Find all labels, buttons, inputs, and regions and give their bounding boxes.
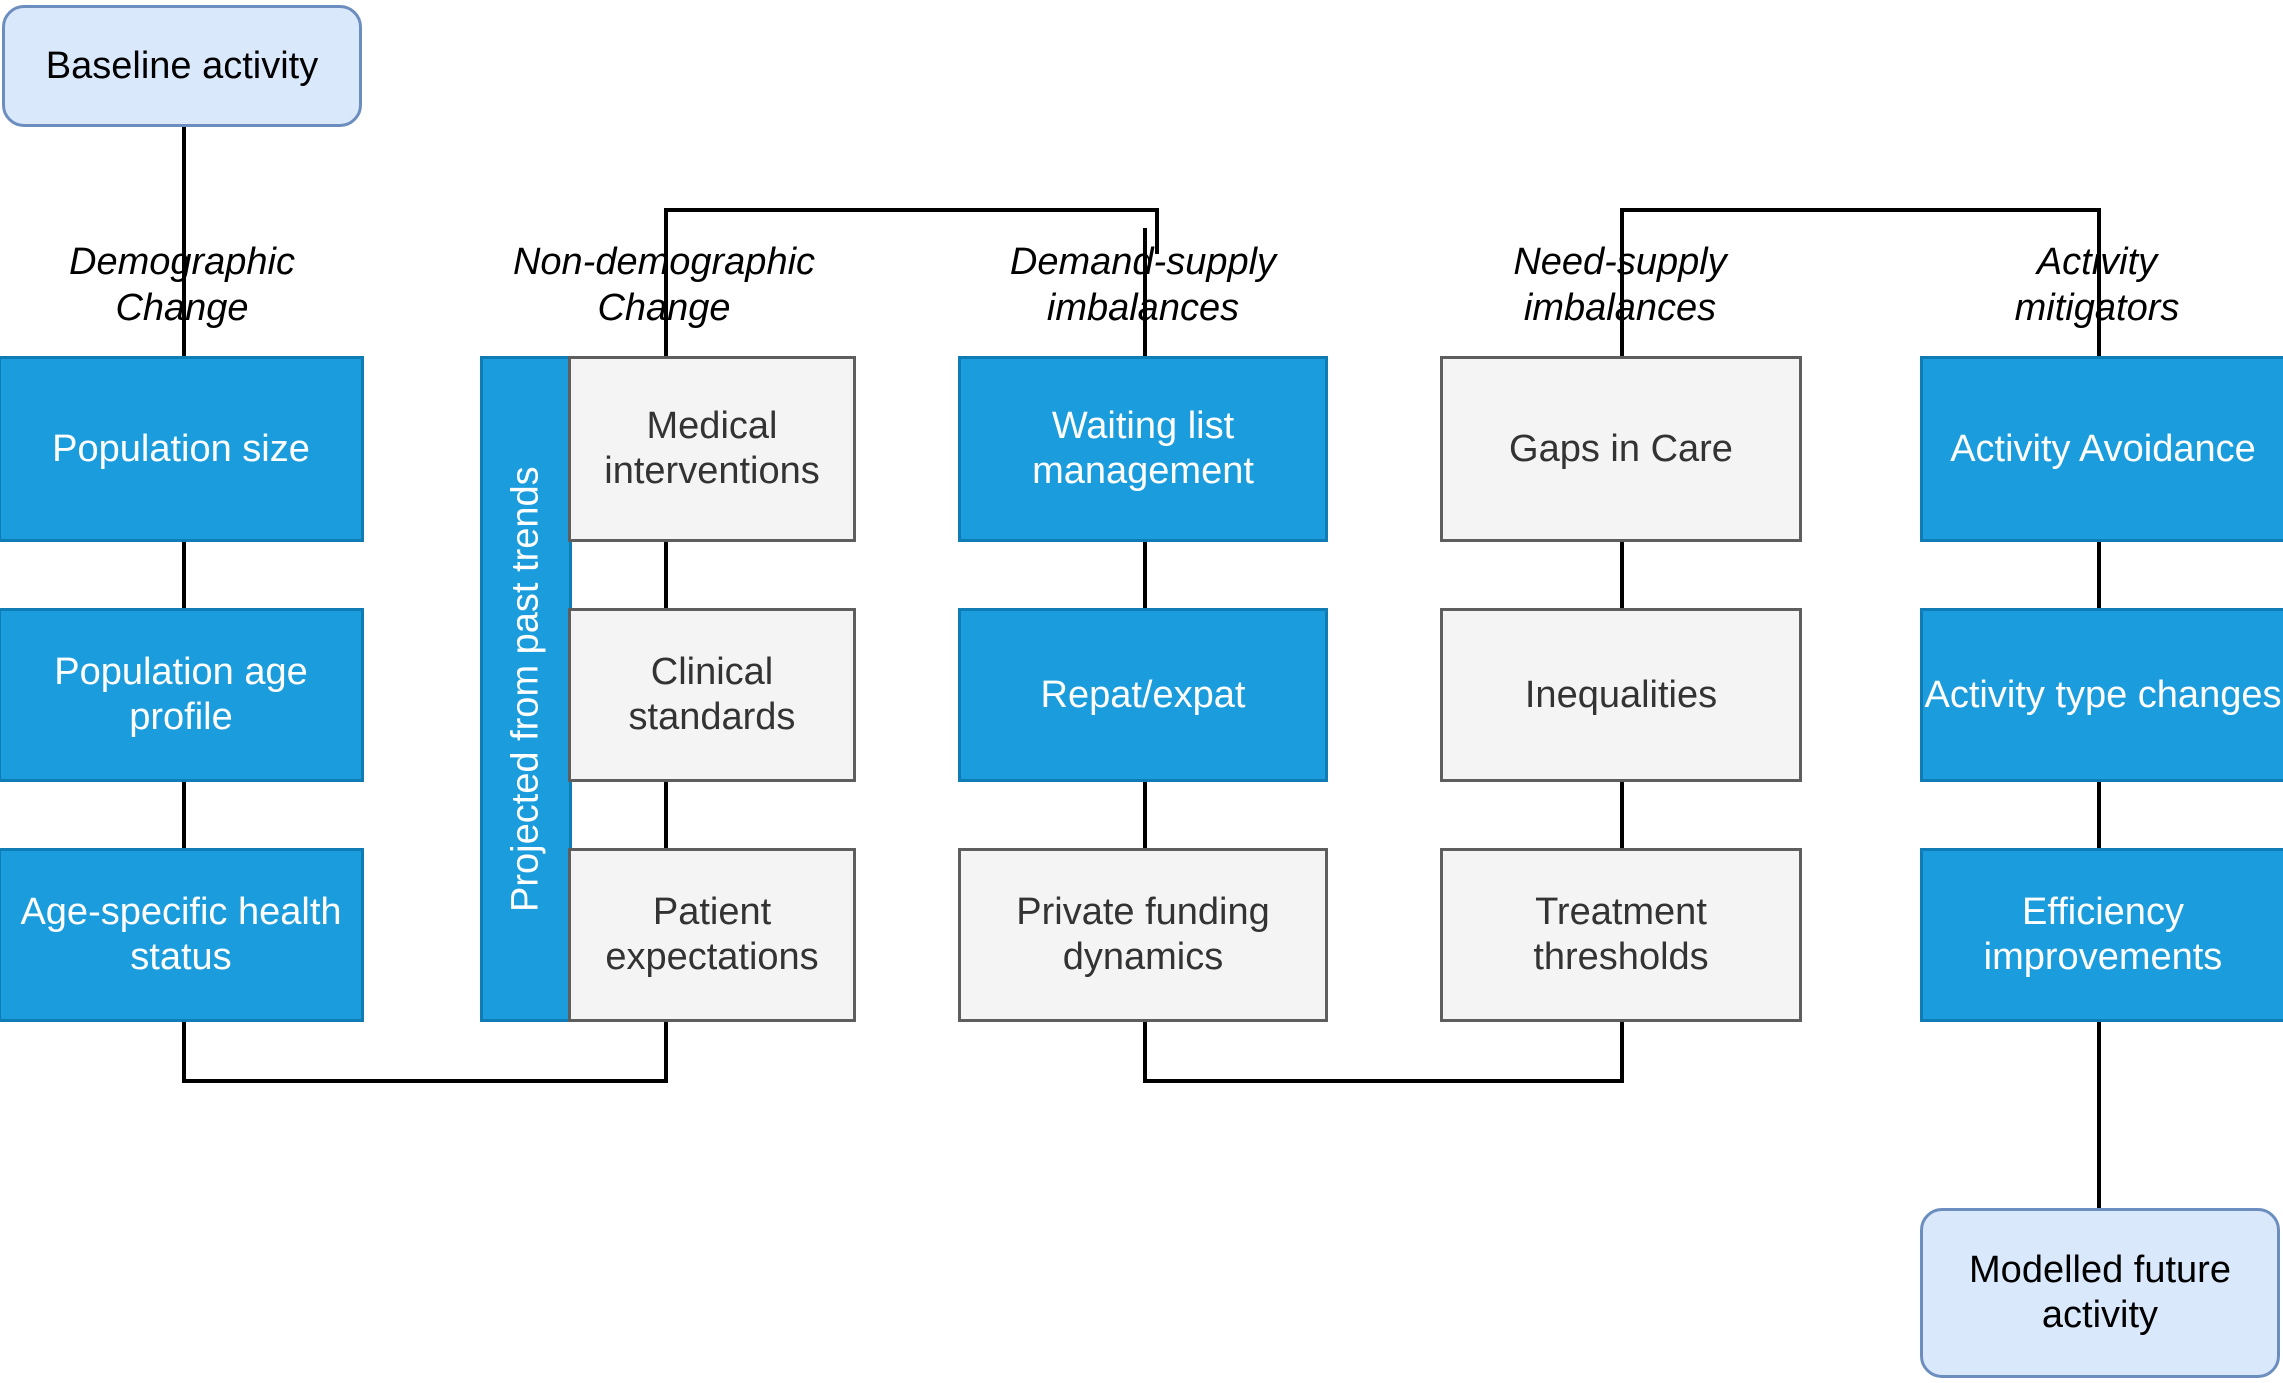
branch-caption-need-supply-imbalances: Need-supply imbalances — [1513, 241, 1727, 329]
edge-bottom-bracket-right-up-a — [1143, 1020, 1147, 1082]
edge-caption-stem-need-supply — [1620, 228, 1624, 356]
edge-bottom-bracket-left-up-a — [182, 1020, 186, 1082]
edge-caption-stem-activity-mitigators — [2097, 228, 2101, 356]
terminal-modelled-future-activity[interactable]: Modelled future activity — [1920, 1208, 2280, 1378]
edge-caption-stem-demand-supply — [1143, 228, 1147, 356]
node-efficiency-improvements[interactable]: Efficiency improvements — [1920, 848, 2283, 1022]
edge-bottom-bracket-right — [1143, 1079, 1624, 1083]
edge-col5-node1-node2 — [2097, 540, 2101, 610]
node-medical-interventions[interactable]: Medical interventions — [568, 356, 856, 542]
node-activity-type-changes[interactable]: Activity type changes — [1920, 608, 2283, 782]
edge-bottom-bracket-right-up-b — [1620, 1020, 1624, 1082]
branch-caption-activity-mitigators: Activity mitigators — [2014, 241, 2180, 329]
edge-caption-stem-non-demographic — [664, 228, 668, 356]
edge-col4-node1-node2 — [1620, 540, 1624, 610]
edge-baseline-to-demographic — [182, 127, 186, 252]
branch-caption-non-demographic-change: Non-demographic Change — [512, 241, 816, 329]
band-projected-from-past-trends: Projected from past trends — [480, 356, 572, 1022]
node-waiting-list-management[interactable]: Waiting list management — [958, 356, 1328, 542]
node-population-age-profile[interactable]: Population age profile — [0, 608, 364, 782]
node-private-funding-dynamics[interactable]: Private funding dynamics — [958, 848, 1328, 1022]
node-clinical-standards[interactable]: Clinical standards — [568, 608, 856, 782]
node-patient-expectations[interactable]: Patient expectations — [568, 848, 856, 1022]
node-treatment-thresholds[interactable]: Treatment thresholds — [1440, 848, 1802, 1022]
node-gaps-in-care[interactable]: Gaps in Care — [1440, 356, 1802, 542]
edge-col2-node2-node3 — [664, 780, 668, 850]
edge-col1-node2-node3 — [182, 780, 186, 850]
edge-col1-node1-node2 — [182, 540, 186, 610]
edge-bottom-bracket-left-up-b — [664, 1020, 668, 1082]
node-population-size[interactable]: Population size — [0, 356, 364, 542]
edge-top-bracket-left — [664, 208, 1159, 212]
edge-col2-node1-node2 — [664, 540, 668, 610]
edge-bottom-bracket-left — [182, 1079, 668, 1083]
branch-caption-demographic-change: Demographic Change — [69, 241, 295, 329]
edge-col3-node1-node2 — [1143, 540, 1147, 610]
edge-col4-node2-node3 — [1620, 780, 1624, 850]
terminal-baseline-activity[interactable]: Baseline activity — [2, 5, 362, 127]
edge-col3-node2-node3 — [1143, 780, 1147, 850]
edge-caption-stem-demographic — [182, 228, 186, 356]
node-inequalities[interactable]: Inequalities — [1440, 608, 1802, 782]
branch-caption-demand-supply-imbalances: Demand-supply imbalances — [1009, 241, 1277, 329]
edge-top-bracket-left-down-b — [1155, 208, 1159, 254]
node-repat-expat[interactable]: Repat/expat — [958, 608, 1328, 782]
edge-top-bracket-right — [1620, 208, 2100, 212]
edge-efficiency-to-modelled-future — [2097, 1020, 2101, 1210]
node-age-specific-health-status[interactable]: Age-specific health status — [0, 848, 364, 1022]
edge-col5-node2-node3 — [2097, 780, 2101, 850]
node-activity-avoidance[interactable]: Activity Avoidance — [1920, 356, 2283, 542]
